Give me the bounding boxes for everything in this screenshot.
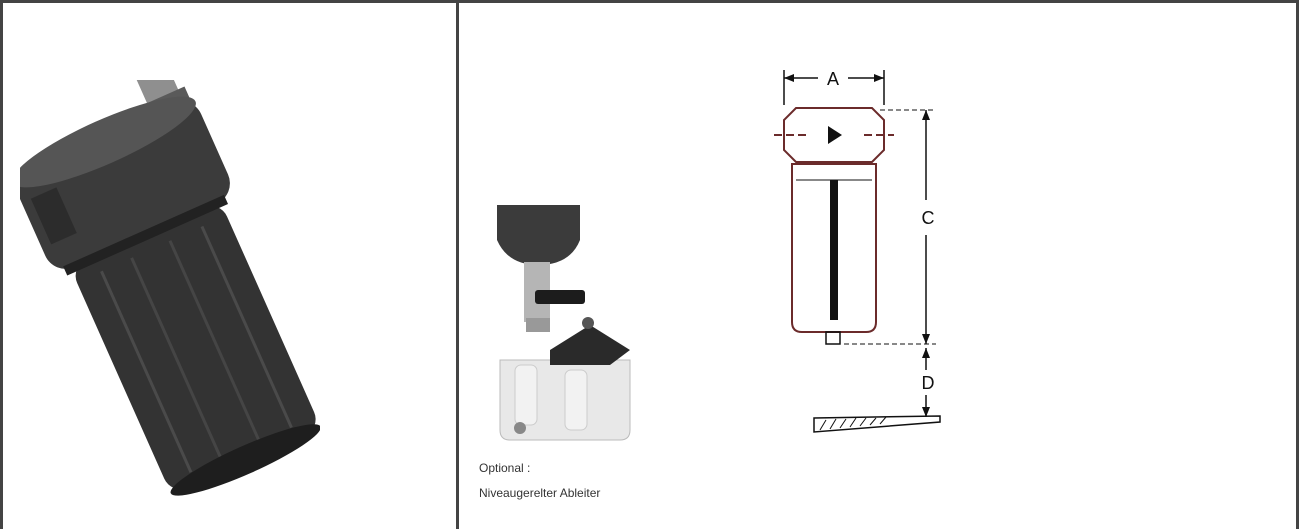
flow-direction-arrow <box>828 126 842 144</box>
bowl-bottom <box>497 205 580 265</box>
drawing-bowl-outline <box>791 163 877 333</box>
dimension-label-d: D <box>922 373 935 393</box>
filter-product-photo <box>20 80 320 496</box>
dimension-drawing: A C D <box>774 69 941 433</box>
table-column-divider <box>456 0 459 529</box>
dimension-label-a: A <box>827 69 839 89</box>
caption-optional: Optional : <box>479 461 531 475</box>
caption-level-controlled-drain: Niveaugerelter Ableiter <box>479 486 601 500</box>
level-drain-photo <box>497 205 631 441</box>
filter-bowl <box>75 205 316 490</box>
dimension-label-c: C <box>922 208 935 228</box>
drawing-head-outline <box>783 107 885 163</box>
floor-line <box>813 415 941 433</box>
